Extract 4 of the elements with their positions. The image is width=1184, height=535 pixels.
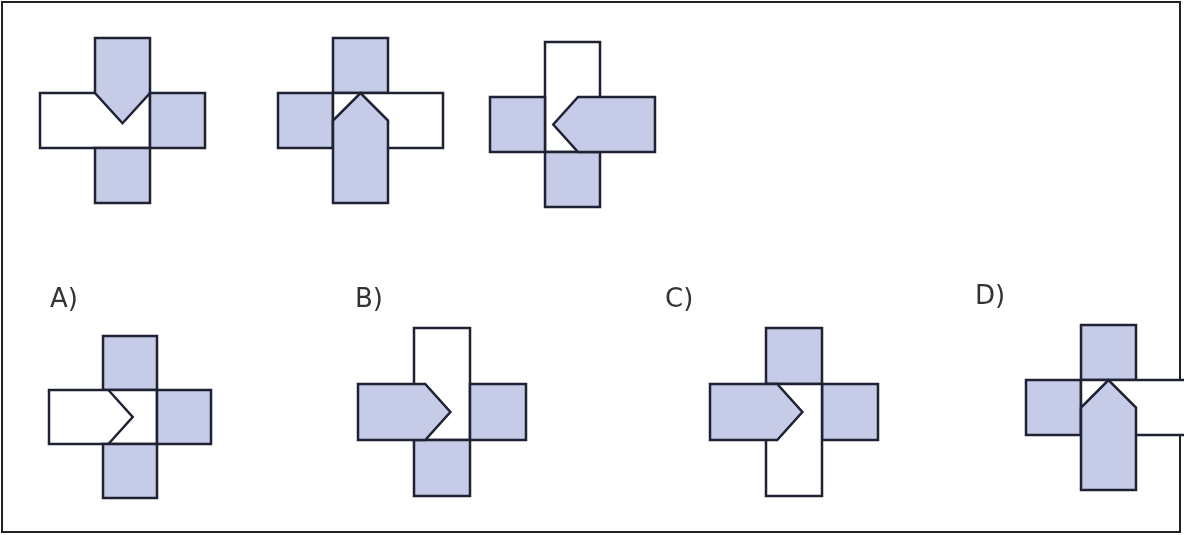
option-label: C) (665, 283, 694, 313)
option-label: B) (355, 283, 383, 313)
option-label: D) (975, 280, 1006, 310)
option-label: A) (50, 283, 78, 313)
